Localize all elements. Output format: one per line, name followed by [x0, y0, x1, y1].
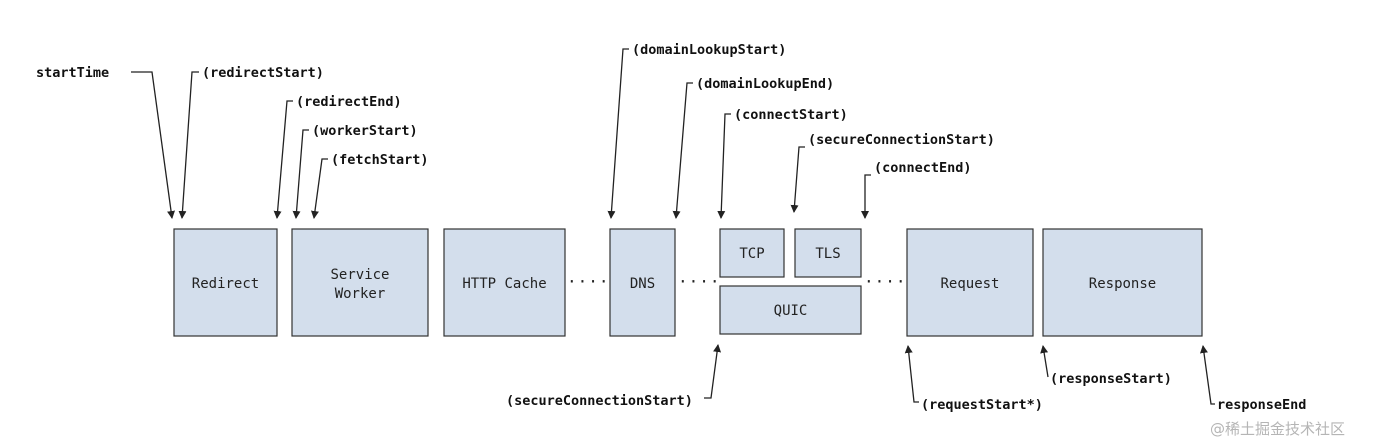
- http-cache-stage-label: HTTP Cache: [462, 276, 546, 292]
- response-end-arrow: [1199, 345, 1215, 405]
- request-start-arrow: [904, 345, 919, 403]
- response-start-label: (responseStart): [1050, 371, 1172, 387]
- secure-connection-start-top-label: (secureConnectionStart): [808, 132, 995, 148]
- response-end-label: responseEnd: [1217, 397, 1306, 413]
- redirect-end-label: (redirectEnd): [296, 94, 402, 110]
- separator-dots-1: ····: [567, 272, 610, 291]
- worker-start-label: (workerStart): [312, 123, 418, 139]
- secure-connection-start-bottom-label: (secureConnectionStart): [506, 393, 693, 409]
- request-stage: Request: [906, 228, 1034, 337]
- domain-lookup-end-arrow: [672, 82, 693, 219]
- connect-start-arrow: [717, 113, 731, 219]
- start-time-label: startTime: [36, 65, 109, 81]
- secure-connection-start-top-arrow: [790, 146, 805, 213]
- secure-connection-start-bottom-arrow: [704, 344, 722, 399]
- separator-dots-3: ····: [864, 272, 907, 291]
- response-start-arrow: [1040, 345, 1049, 378]
- start-time-arrow: [131, 71, 176, 219]
- quic-stage: QUIC: [719, 285, 862, 335]
- dns-stage-label: DNS: [630, 276, 655, 292]
- redirect-start-arrow: [178, 71, 199, 219]
- response-stage: Response: [1042, 228, 1203, 337]
- connect-end-label: (connectEnd): [874, 160, 972, 176]
- connect-start-label: (connectStart): [734, 107, 848, 123]
- redirect-end-arrow: [273, 100, 293, 219]
- worker-start-arrow: [292, 129, 309, 219]
- tcp-stage-label: TCP: [739, 246, 764, 262]
- fetch-start-arrow: [310, 158, 328, 219]
- request-stage-label: Request: [940, 276, 999, 292]
- domain-lookup-start-label: (domainLookupStart): [632, 42, 786, 58]
- service-worker-label-line2: Worker: [335, 286, 386, 302]
- domain-lookup-start-arrow: [607, 48, 629, 219]
- service-worker-label-line1: Service: [330, 267, 389, 283]
- tls-stage: TLS: [794, 228, 862, 278]
- redirect-start-label: (redirectStart): [202, 65, 324, 81]
- domain-lookup-end-label: (domainLookupEnd): [696, 76, 834, 92]
- redirect-stage: Redirect: [173, 228, 278, 337]
- tls-stage-label: TLS: [815, 246, 840, 262]
- quic-stage-label: QUIC: [774, 303, 808, 319]
- watermark: @稀土掘金技术社区: [1210, 420, 1345, 438]
- separator-dots-2: ····: [678, 272, 721, 291]
- service-worker-stage: Service Worker: [291, 228, 429, 337]
- fetch-start-label: (fetchStart): [331, 152, 429, 168]
- tcp-stage: TCP: [719, 228, 785, 278]
- request-start-label: (requestStart*): [921, 397, 1043, 413]
- http-cache-stage: HTTP Cache: [443, 228, 566, 337]
- dns-stage: DNS: [609, 228, 676, 337]
- response-stage-label: Response: [1089, 276, 1156, 292]
- redirect-stage-label: Redirect: [192, 276, 259, 292]
- connect-end-arrow: [861, 174, 871, 219]
